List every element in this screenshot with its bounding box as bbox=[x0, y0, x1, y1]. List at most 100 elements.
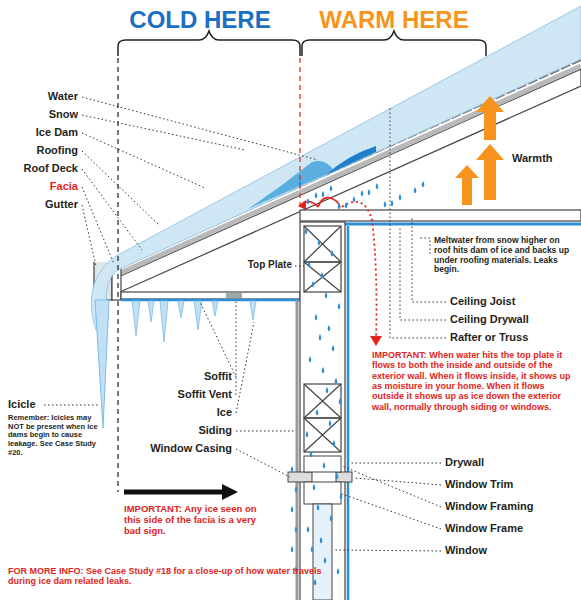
water-drop bbox=[333, 440, 336, 447]
part-label: Water bbox=[2, 90, 78, 103]
part-label: Roofing bbox=[2, 144, 78, 157]
region-brackets bbox=[118, 31, 486, 56]
window-framing bbox=[304, 456, 341, 472]
warm-divider bbox=[299, 58, 300, 208]
part-label: Top Plate bbox=[222, 259, 292, 271]
flow-arrows bbox=[302, 198, 377, 338]
note: Remember: Icicles may NOT be present whe… bbox=[8, 414, 100, 457]
note: Meltwater from snow higher on roof hits … bbox=[434, 236, 574, 275]
part-label: Ice Dam bbox=[2, 126, 78, 139]
water-drop bbox=[330, 185, 333, 192]
water-drop bbox=[310, 451, 313, 458]
part-label: Gutter bbox=[2, 198, 78, 211]
exterior-wall bbox=[300, 222, 345, 600]
water-drop bbox=[313, 484, 316, 491]
water-drop bbox=[299, 180, 302, 187]
drywall bbox=[347, 226, 350, 600]
part-label: Rafter or Truss bbox=[450, 331, 576, 344]
part-label: Soffit bbox=[142, 370, 232, 383]
wall-framing bbox=[304, 226, 341, 452]
water-drop bbox=[329, 420, 332, 427]
flow-arrowhead bbox=[370, 336, 382, 346]
water-drop bbox=[318, 239, 321, 246]
water-drop bbox=[307, 526, 310, 533]
water-drop bbox=[314, 579, 317, 586]
water-drop bbox=[337, 568, 340, 575]
note: IMPORTANT: When water hits the top plate… bbox=[372, 350, 577, 412]
water-drop bbox=[326, 387, 329, 394]
water-drop bbox=[414, 187, 417, 194]
part-label: Ceiling Joist bbox=[450, 295, 576, 308]
water-drop bbox=[338, 303, 341, 310]
water-drop bbox=[315, 192, 318, 199]
part-label: Facia bbox=[2, 180, 78, 193]
water-drop bbox=[319, 334, 322, 341]
water-drop bbox=[361, 190, 364, 197]
water-drop bbox=[311, 546, 314, 553]
window-frame bbox=[304, 482, 341, 504]
leader-lines bbox=[44, 97, 446, 551]
direction-arrow bbox=[124, 484, 238, 500]
siding bbox=[296, 300, 299, 600]
ceiling-joist bbox=[300, 210, 581, 221]
water-drop bbox=[321, 272, 324, 279]
water-drop bbox=[308, 261, 311, 268]
water-drop bbox=[335, 378, 338, 385]
water-drop bbox=[368, 189, 371, 196]
water-drop bbox=[339, 398, 342, 405]
part-label: Window Trim bbox=[445, 478, 575, 491]
part-label: Window Framing bbox=[445, 500, 575, 513]
snow bbox=[91, 6, 581, 330]
water-drop bbox=[320, 537, 323, 544]
part-label: Window Frame bbox=[445, 522, 575, 535]
water-drop bbox=[291, 506, 294, 513]
warmth-arrows bbox=[455, 96, 504, 205]
note: FOR MORE INFO: See Case Study #18 for a … bbox=[8, 566, 348, 587]
region-heading: WARM HERE bbox=[309, 6, 479, 34]
water-drop bbox=[345, 202, 348, 209]
part-label: Window bbox=[445, 544, 575, 557]
water-drop bbox=[325, 292, 328, 299]
part-label: Warmth bbox=[512, 152, 576, 165]
part-label: Window Casing bbox=[132, 442, 232, 455]
water-drop bbox=[295, 486, 298, 493]
soffit-icicles bbox=[132, 301, 256, 342]
water-drop bbox=[340, 493, 343, 500]
water-drop bbox=[291, 546, 294, 553]
water-drop bbox=[353, 196, 356, 203]
water-drop bbox=[306, 431, 309, 438]
water-drop bbox=[295, 526, 298, 533]
water-drop bbox=[307, 198, 310, 205]
water-drop bbox=[316, 409, 319, 416]
water-drop bbox=[336, 473, 339, 480]
window-casing bbox=[288, 472, 312, 482]
water-drop bbox=[312, 281, 315, 288]
water-drop bbox=[330, 515, 333, 522]
water-drop bbox=[332, 345, 335, 352]
window bbox=[313, 504, 332, 600]
water-drop bbox=[328, 325, 331, 332]
water-drop bbox=[422, 181, 425, 188]
icicle bbox=[95, 300, 109, 428]
water-drop bbox=[376, 183, 379, 190]
part-label: Drywall bbox=[445, 456, 575, 469]
water-drop bbox=[399, 194, 402, 201]
water-drop bbox=[324, 557, 327, 564]
window-trim bbox=[336, 472, 352, 482]
soffit-vent bbox=[226, 293, 242, 298]
part-label: Icicle bbox=[8, 398, 48, 411]
flow-arrowhead bbox=[298, 200, 306, 210]
part-label: Ceiling Drywall bbox=[450, 313, 576, 326]
water-drop bbox=[338, 203, 341, 210]
water-drop bbox=[323, 462, 326, 469]
region-heading: COLD HERE bbox=[115, 6, 285, 34]
meltwater bbox=[326, 146, 376, 175]
water-drop bbox=[384, 201, 387, 208]
water-drop bbox=[391, 200, 394, 207]
water-drop bbox=[305, 228, 308, 235]
water-drop bbox=[322, 191, 325, 198]
water-drop bbox=[322, 367, 325, 374]
soffit bbox=[121, 292, 300, 299]
water-drop bbox=[317, 504, 320, 511]
